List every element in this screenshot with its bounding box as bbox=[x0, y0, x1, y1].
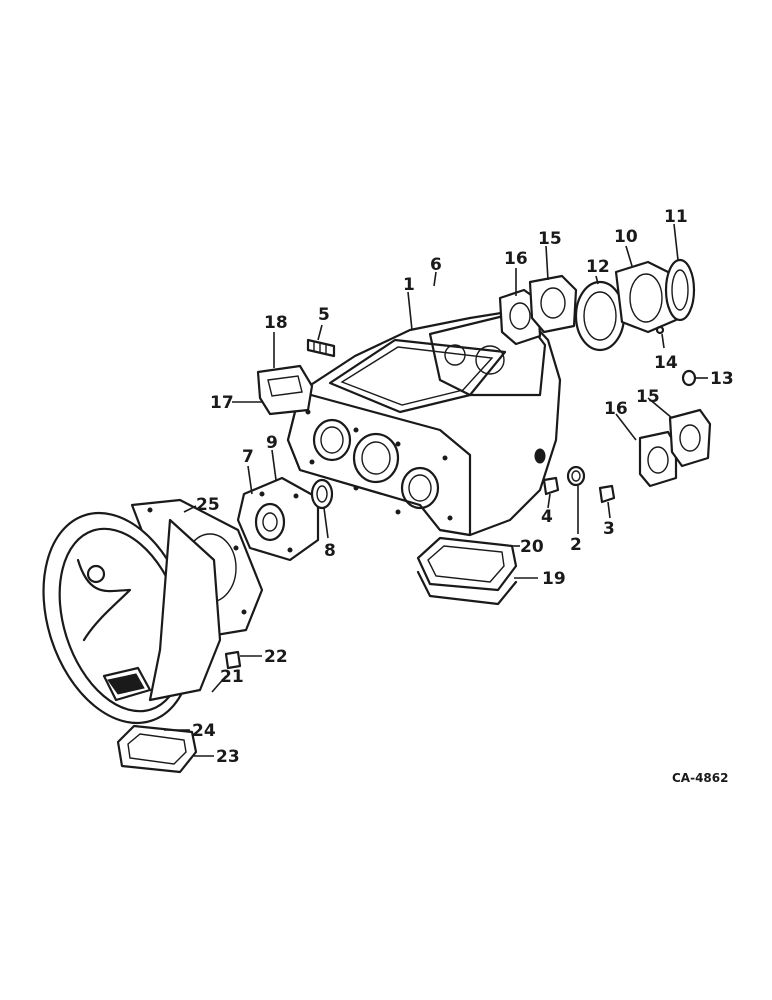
callout-labels: 1 2 3 4 5 6 7 8 9 10 11 12 13 14 15 15 1… bbox=[192, 207, 734, 767]
callout-22: 22 bbox=[264, 647, 288, 667]
callout-8: 8 bbox=[324, 541, 336, 561]
callout-20: 20 bbox=[520, 537, 544, 557]
transmission-case bbox=[286, 308, 562, 537]
bottom-cover bbox=[416, 536, 518, 606]
callout-7: 7 bbox=[242, 447, 254, 467]
leader-lines bbox=[164, 223, 708, 757]
callout-19: 19 bbox=[542, 569, 566, 589]
callout-15-lower: 15 bbox=[636, 387, 660, 407]
left-cover-parts bbox=[256, 338, 336, 416]
callout-15-upper: 15 bbox=[538, 229, 562, 249]
bearing-cover bbox=[236, 476, 334, 562]
callout-2: 2 bbox=[570, 535, 582, 555]
drawing-reference: CA-4862 bbox=[672, 771, 728, 785]
callout-9: 9 bbox=[266, 433, 278, 453]
rear-cover-parts bbox=[498, 258, 712, 488]
callout-21: 21 bbox=[220, 667, 244, 687]
callout-5: 5 bbox=[318, 305, 330, 325]
callout-16-lower: 16 bbox=[604, 399, 628, 419]
callout-4: 4 bbox=[541, 507, 553, 527]
clutch-housing bbox=[42, 498, 264, 725]
callout-13: 13 bbox=[710, 369, 734, 389]
callout-10: 10 bbox=[614, 227, 638, 247]
callout-11: 11 bbox=[664, 207, 688, 227]
callout-25: 25 bbox=[196, 495, 220, 515]
callout-14: 14 bbox=[654, 353, 678, 373]
plugs bbox=[542, 465, 616, 504]
callout-3: 3 bbox=[603, 519, 615, 539]
callout-16-upper: 16 bbox=[504, 249, 528, 269]
callout-18: 18 bbox=[264, 313, 288, 333]
callout-6: 6 bbox=[430, 255, 442, 275]
callout-23: 23 bbox=[216, 747, 240, 767]
inspection-cover bbox=[116, 724, 198, 774]
callout-24: 24 bbox=[192, 721, 216, 741]
callout-17: 17 bbox=[210, 393, 234, 413]
callout-1: 1 bbox=[403, 275, 415, 295]
callout-12: 12 bbox=[586, 257, 610, 277]
